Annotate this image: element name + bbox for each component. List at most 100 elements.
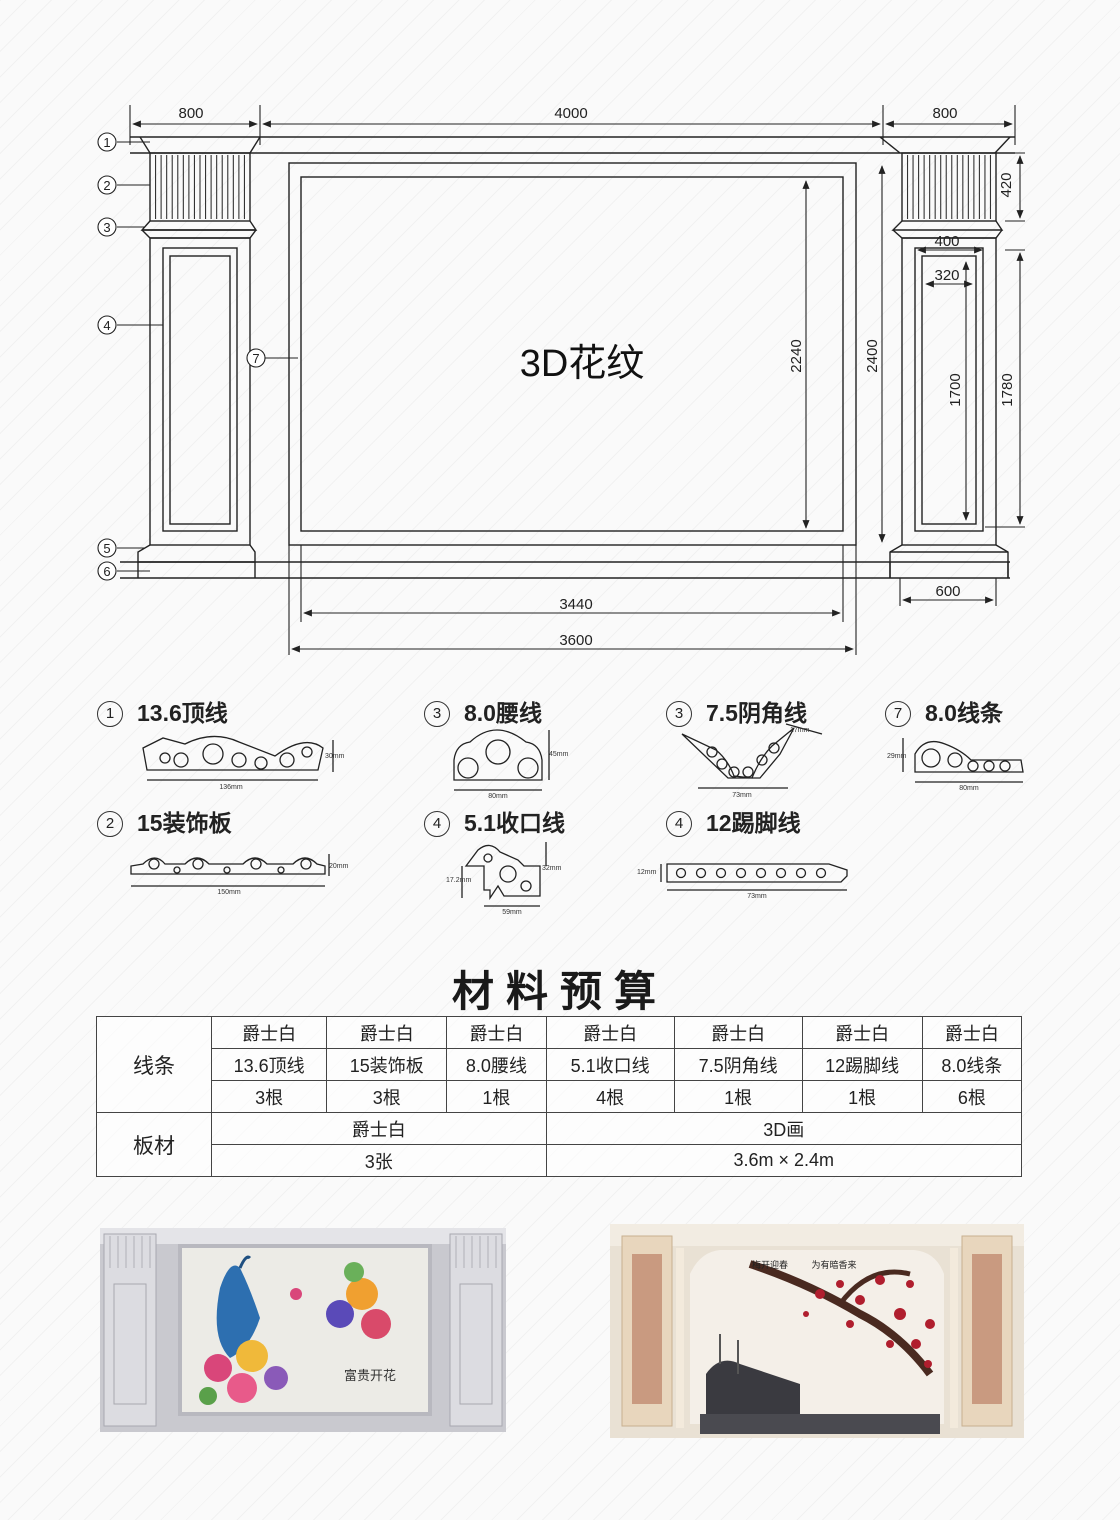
table-cell: 15装饰板 <box>326 1048 448 1081</box>
dim-top-middle: 4000 <box>554 105 587 122</box>
profile-width-label: 73mm <box>732 792 752 799</box>
profile-name: 5.1收口线 <box>464 810 565 836</box>
profile-name: 13.6顶线 <box>137 700 228 726</box>
callout-2: 2 <box>103 178 110 193</box>
table-cell: 1根 <box>673 1080 803 1113</box>
profile-width-label: 59mm <box>502 909 522 916</box>
dim-right-panel-outer-height: 1780 <box>999 373 1016 406</box>
profile-height-label-2: 17.2mm <box>446 877 471 884</box>
profile-label: 7 8.0线条 <box>885 694 1003 728</box>
table-cell: 爵士白 <box>545 1016 675 1049</box>
table-row: 线条 爵士白 爵士白 爵士白 爵士白 爵士白 爵士白 爵士白 <box>96 1016 1023 1113</box>
table-cell: 爵士白 <box>801 1016 923 1049</box>
table-cell: 3.6m × 2.4m <box>545 1144 1023 1177</box>
table-row: 3根 3根 1根 4根 1根 1根 6根 <box>97 1080 1023 1113</box>
table-cell: 8.0线条 <box>921 1048 1023 1081</box>
budget-table: 线条 爵士白 爵士白 爵士白 爵士白 爵士白 爵士白 爵士白 13.6顶线 15… <box>96 1016 1023 1177</box>
profile-line-drawing: 80mm 29mm <box>887 738 1024 792</box>
dim-right-capital: 420 <box>998 172 1015 197</box>
left-photo-calligraphy: 富贵开花 <box>344 1368 396 1384</box>
table-cell: 1根 <box>801 1080 923 1113</box>
table-row: 13.6顶线 15装饰板 8.0腰线 5.1收口线 7.5阴角线 12踢脚线 8… <box>97 1048 1023 1081</box>
dim-right-base-width: 600 <box>935 583 960 600</box>
table-row: 板材 爵士白 3D画 <box>96 1112 1023 1177</box>
table-cell: 3根 <box>210 1080 328 1113</box>
table-cell: 4根 <box>545 1080 675 1113</box>
table-cell: 3根 <box>326 1080 448 1113</box>
table-cell: 7.5阴角线 <box>673 1048 803 1081</box>
profile-closing-line-drawing: 59mm 32mm 17.2mm <box>446 842 562 916</box>
table-cell: 12踢脚线 <box>801 1048 923 1081</box>
dim-top-right: 800 <box>932 105 957 122</box>
callout-4: 4 <box>103 318 110 333</box>
profile-height-label: 20mm <box>329 863 349 870</box>
profile-number: 1 <box>97 701 123 727</box>
table-cell: 爵士白 <box>673 1016 803 1049</box>
elevation-drawing: 800 4000 800 400 320 420 1780 1700 2240 … <box>97 105 1025 655</box>
photo-peacock-wall: 富贵开花 <box>100 1228 506 1432</box>
table-cell: 5.1收口线 <box>545 1048 675 1081</box>
profile-waist-line-drawing: 80mm 45mm <box>453 729 569 800</box>
right-photo-calligraphy-1: 梅开迎春 <box>752 1259 788 1271</box>
profile-width-label: 80mm <box>488 793 508 800</box>
table-cell: 爵士白 <box>326 1016 448 1049</box>
profile-name: 7.5阴角线 <box>706 700 807 726</box>
profile-number: 2 <box>97 811 123 837</box>
dim-bottom-outer-width: 3600 <box>559 632 592 649</box>
photo-plum-blossom-wall: 梅开迎春 为有暗香来 <box>610 1224 1024 1438</box>
profile-decorative-board-drawing: 150mm 20mm <box>130 854 349 896</box>
profile-height-label: 45mm <box>549 751 569 758</box>
profile-top-line-drawing: 136mm 30mm <box>142 735 345 791</box>
profile-number: 3 <box>666 701 692 727</box>
profile-height-label: 30mm <box>325 753 345 760</box>
callout-7: 7 <box>252 351 259 366</box>
profile-number: 4 <box>666 811 692 837</box>
profile-height-label: 32mm <box>542 865 562 872</box>
table-cell: 3张 <box>211 1144 547 1177</box>
profile-label: 3 8.0腰线 <box>424 694 542 728</box>
dim-bottom-inner-width: 3440 <box>559 596 592 613</box>
table-cell: 爵士白 <box>211 1112 547 1145</box>
budget-title: 材料预算 <box>451 967 668 1016</box>
profile-height-label: 29mm <box>887 753 907 760</box>
table-cell: 爵士白 <box>210 1016 328 1049</box>
profile-width-label: 136mm <box>219 784 243 791</box>
profile-width-label: 80mm <box>959 785 979 792</box>
center-title: 3D花纹 <box>520 343 645 385</box>
table-cell: 3D画 <box>545 1112 1023 1145</box>
profile-number: 4 <box>424 811 450 837</box>
profile-width-label: 73mm <box>747 893 767 900</box>
profile-name: 8.0线条 <box>925 700 1003 726</box>
table-cell: 13.6顶线 <box>210 1048 328 1081</box>
dim-top-left: 800 <box>178 105 203 122</box>
profile-label: 2 15装饰板 <box>97 804 232 838</box>
board-category: 板材 <box>96 1112 212 1177</box>
dim-center-inner-height: 2240 <box>788 339 805 372</box>
profile-label: 4 12踢脚线 <box>666 804 801 838</box>
profile-label: 1 13.6顶线 <box>97 694 228 728</box>
dim-right-panel-inner-width: 320 <box>934 267 959 284</box>
lines-category: 线条 <box>96 1016 212 1113</box>
profile-number: 3 <box>424 701 450 727</box>
profile-name: 8.0腰线 <box>464 700 542 726</box>
dim-right-panel-outer-width: 400 <box>934 233 959 250</box>
callout-5: 5 <box>103 541 110 556</box>
table-cell: 爵士白 <box>446 1016 547 1049</box>
callout-6: 6 <box>103 564 110 579</box>
profile-label: 4 5.1收口线 <box>424 804 565 838</box>
right-photo-calligraphy-2: 为有暗香来 <box>811 1259 856 1271</box>
profile-height-label: 17mm <box>790 727 810 734</box>
profile-name: 15装饰板 <box>137 810 232 836</box>
table-cell: 1根 <box>446 1080 547 1113</box>
profile-corner-line-drawing: 73mm 17mm <box>681 723 823 799</box>
profile-number: 7 <box>885 701 911 727</box>
callout-1: 1 <box>103 135 110 150</box>
table-cell: 爵士白 <box>921 1016 1023 1049</box>
profile-label: 3 7.5阴角线 <box>666 694 807 728</box>
dim-center-outer-height: 2400 <box>864 339 881 372</box>
dim-right-panel-inner-height: 1700 <box>947 373 964 406</box>
table-cell: 8.0腰线 <box>446 1048 547 1081</box>
profile-name: 12踢脚线 <box>706 810 801 836</box>
profile-width-label: 150mm <box>217 889 241 896</box>
